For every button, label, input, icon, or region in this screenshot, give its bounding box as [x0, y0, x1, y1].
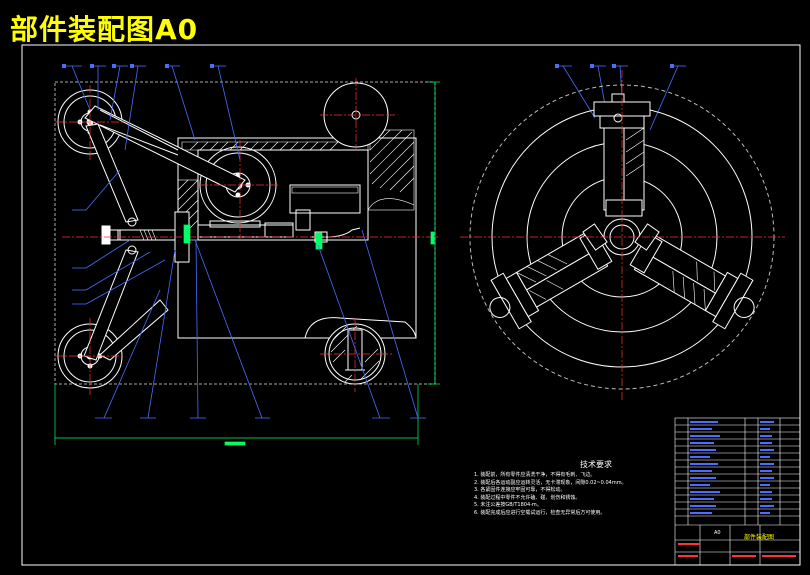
adjust-knob [101, 225, 111, 245]
front-view-centerlines [55, 78, 440, 395]
technical-requirement-item: 2. 装配后各运动副应运转灵活，无卡滞现象，间隙0.02~0.04mm。 [474, 479, 627, 486]
drawing-frame [21, 44, 801, 566]
adjust-screw [117, 229, 179, 241]
parts-list-rows [675, 424, 800, 526]
dimension-lines [54, 81, 440, 446]
hatch-upper [181, 141, 371, 151]
page-title: 部件装配图A0 [10, 13, 199, 46]
side-view-centerlines [460, 70, 785, 400]
parts-list-entries [678, 421, 796, 557]
left-lower-link [83, 249, 139, 361]
lower-right-jaw [629, 232, 755, 330]
technical-requirement-item: 5. 未注公差按GB/T1804-m。 [474, 502, 542, 509]
technical-requirement-item: 3. 各紧固件连接应牢固可靠，不得松动。 [474, 487, 566, 494]
technical-requirements-heading: 技术要求 [580, 460, 612, 469]
lower-left-jaw [489, 229, 613, 330]
front-view [54, 81, 436, 389]
title-block-drawing-name: 部件装配图 [744, 534, 775, 541]
leader-tags [62, 64, 674, 68]
title-block [674, 417, 801, 566]
technical-requirements-list: 1. 装配前，所有零件应清洗干净，不得有毛刺、飞边。 2. 装配后各运动副应运转… [474, 472, 627, 518]
title-block-sheet-label: A0 [714, 530, 721, 536]
technical-requirement-item: 6. 装配完成后应进行空载试运行，检查无异常后方可使用。 [474, 509, 606, 516]
technical-requirement-item: 4. 装配过程中零件不允许磕、碰、划伤和锈蚀。 [474, 494, 581, 501]
left-upper-link [85, 123, 139, 223]
technical-requirement-item: 1. 装配前，所有零件应清洗干净，不得有毛刺、飞边。 [474, 472, 596, 478]
upper-arm [84, 105, 246, 193]
